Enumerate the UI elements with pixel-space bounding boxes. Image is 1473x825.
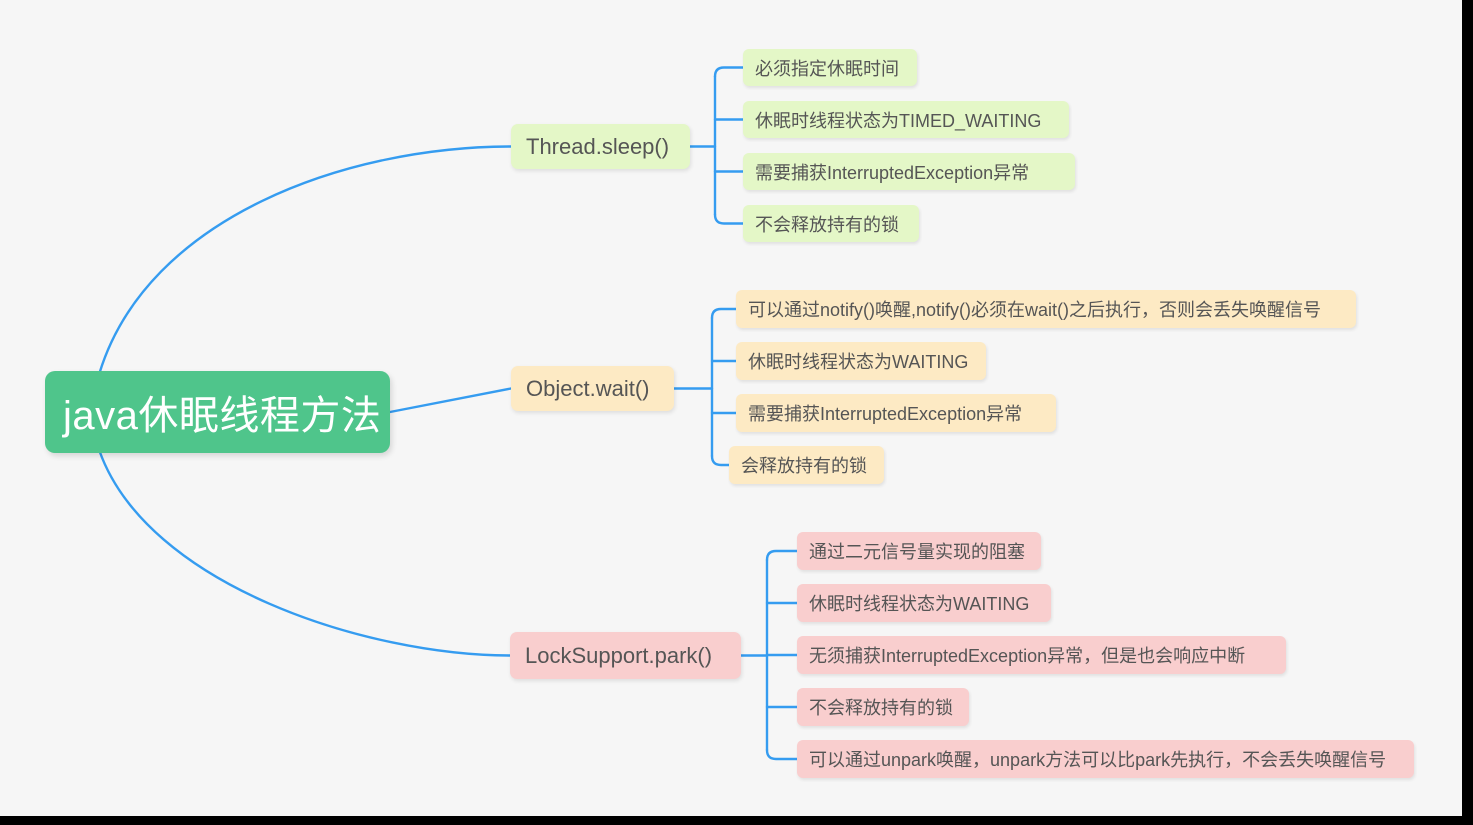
leaf-node-object-wait-4-label: 会释放持有的锁 (741, 456, 867, 476)
leaf-node-object-wait-1[interactable]: 可以通过notify()唤醒,notify()必须在wait()之后执行，否则会… (736, 290, 1356, 328)
leaf-node-locksupport-park-2-label: 休眠时线程状态为WAITING (809, 594, 1030, 614)
leaf-node-locksupport-park-4-label: 不会释放持有的锁 (809, 698, 953, 718)
leaf-node-locksupport-park-4[interactable]: 不会释放持有的锁 (797, 688, 969, 726)
leaf-node-object-wait-1-label: 可以通过notify()唤醒,notify()必须在wait()之后执行，否则会… (748, 300, 1322, 320)
branch-node-object-wait[interactable]: Object.wait() (511, 366, 674, 411)
leaf-node-thread-sleep-1-label: 必须指定休眠时间 (755, 58, 899, 79)
branch-node-object-wait-label: Object.wait() (526, 375, 650, 401)
root-node[interactable]: java休眠线程方法 (45, 371, 390, 453)
leaf-node-object-wait-3-label: 需要捕获InterruptedException异常 (748, 404, 1023, 424)
branch-node-thread-sleep-label: Thread.sleep() (526, 133, 670, 159)
leaf-node-object-wait-4[interactable]: 会释放持有的锁 (729, 446, 884, 484)
leaf-node-thread-sleep-1[interactable]: 必须指定休眠时间 (743, 49, 917, 86)
leaf-node-thread-sleep-2[interactable]: 休眠时线程状态为TIMED_WAITING (743, 101, 1069, 138)
leaf-node-thread-sleep-3[interactable]: 需要捕获InterruptedException异常 (743, 153, 1075, 190)
leaf-node-locksupport-park-5-label: 可以通过unpark唤醒，unpark方法可以比park先执行，不会丢失唤醒信号 (809, 750, 1387, 770)
leaf-node-thread-sleep-2-label: 休眠时线程状态为TIMED_WAITING (755, 110, 1042, 131)
root-node-label: java休眠线程方法 (63, 394, 382, 438)
leaf-node-locksupport-park-1[interactable]: 通过二元信号量实现的阻塞 (797, 532, 1041, 570)
branch-node-thread-sleep[interactable]: Thread.sleep() (511, 124, 690, 169)
leaf-node-locksupport-park-3[interactable]: 无须捕获InterruptedException异常，但是也会响应中断 (797, 636, 1286, 674)
leaf-node-locksupport-park-3-label: 无须捕获InterruptedException异常，但是也会响应中断 (809, 646, 1246, 666)
leaf-node-locksupport-park-5[interactable]: 可以通过unpark唤醒，unpark方法可以比park先执行，不会丢失唤醒信号 (797, 740, 1414, 778)
leaf-node-locksupport-park-1-label: 通过二元信号量实现的阻塞 (809, 542, 1025, 562)
leaf-node-object-wait-2[interactable]: 休眠时线程状态为WAITING (736, 342, 986, 380)
leaf-node-object-wait-2-label: 休眠时线程状态为WAITING (748, 352, 969, 372)
leaf-node-thread-sleep-4[interactable]: 不会释放持有的锁 (743, 205, 919, 242)
leaf-node-thread-sleep-4-label: 不会释放持有的锁 (755, 214, 899, 235)
leaf-node-thread-sleep-3-label: 需要捕获InterruptedException异常 (755, 162, 1030, 183)
leaf-node-locksupport-park-2[interactable]: 休眠时线程状态为WAITING (797, 584, 1051, 622)
branch-node-locksupport-park-label: LockSupport.park() (525, 642, 713, 668)
branch-node-locksupport-park[interactable]: LockSupport.park() (510, 632, 741, 679)
leaf-node-object-wait-3[interactable]: 需要捕获InterruptedException异常 (736, 394, 1056, 432)
screen-bezel-right (1462, 0, 1473, 825)
screen-bezel-bottom (0, 816, 1473, 825)
